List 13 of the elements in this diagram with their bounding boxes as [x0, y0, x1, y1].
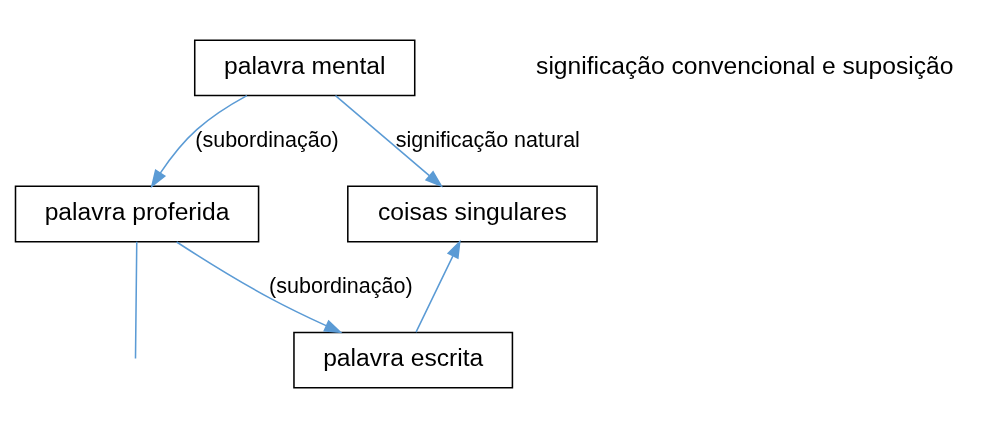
- edge-label: (subordinação): [269, 273, 413, 298]
- node-box: palavra escrita: [293, 331, 514, 389]
- node-box: coisas singulares: [347, 185, 598, 243]
- label: significação convencional e suposição: [536, 51, 954, 79]
- edge-label: significação natural: [395, 127, 580, 152]
- connector: [134, 241, 138, 360]
- node-box: palavra proferida: [14, 185, 260, 243]
- arrow: [150, 94, 248, 189]
- node-box: palavra mental: [193, 39, 416, 97]
- arrow: [415, 239, 461, 333]
- arrow: [334, 94, 444, 188]
- arrow: [175, 241, 343, 334]
- edge-label: (subordinação): [195, 127, 339, 152]
